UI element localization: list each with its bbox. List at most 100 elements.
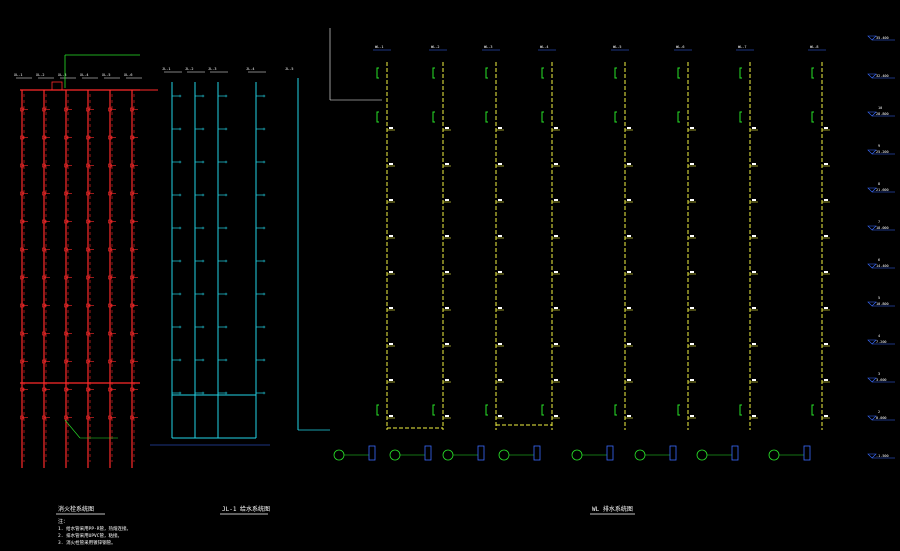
elevation-marker xyxy=(867,263,877,269)
drain-vent-fitting xyxy=(485,67,488,79)
elevation-value-label: -1.500 xyxy=(876,454,889,458)
drain-outlet-box xyxy=(533,445,541,461)
elevation-marker xyxy=(867,35,877,41)
drain-cleanout-circle xyxy=(696,449,708,461)
water-meter xyxy=(201,259,205,263)
drain-outlet-box xyxy=(606,445,614,461)
drain-cleanout-circle xyxy=(768,449,780,461)
elevation-marker xyxy=(867,377,877,383)
elevation-floor-label: 7 xyxy=(878,220,880,224)
water-meter xyxy=(201,127,205,131)
elevation-value-label: 10.800 xyxy=(876,302,889,306)
drain-cleanout-circle xyxy=(333,449,345,461)
water-riser-extra-label: JL-5 xyxy=(285,67,293,71)
elevation-marker xyxy=(867,187,877,193)
drain-branch-tag xyxy=(389,235,393,237)
drain-stack-label: WL-6 xyxy=(676,45,684,49)
water-meter xyxy=(224,127,228,131)
water-meter xyxy=(201,325,205,329)
drain-branch-tag xyxy=(824,379,828,381)
drain-stack-label: WL-3 xyxy=(484,45,492,49)
drain-branch-tag xyxy=(389,199,393,201)
drain-branch-tag xyxy=(627,271,631,273)
drain-branch-tag xyxy=(498,343,502,345)
drain-branch-tag xyxy=(627,343,631,345)
drain-branch-tag xyxy=(690,235,694,237)
drain-branch-tag xyxy=(752,235,756,237)
drain-branch-tag xyxy=(627,163,631,165)
drain-branch-tag xyxy=(752,163,756,165)
water-meter xyxy=(178,94,182,98)
drain-branch-tag xyxy=(554,163,558,165)
drain-stack-label: WL-8 xyxy=(810,45,818,49)
drain-branch-tag xyxy=(690,271,694,273)
water-meter xyxy=(224,193,228,197)
drain-vent-fitting xyxy=(432,111,435,123)
drain-vent-fitting xyxy=(614,404,617,416)
drain-branch-tag xyxy=(752,415,756,417)
drain-vent-fitting xyxy=(485,111,488,123)
drain-branch-tag xyxy=(445,307,449,309)
drain-vent-fitting xyxy=(677,404,680,416)
drain-branch-tag xyxy=(752,199,756,201)
elevation-floor-label: 8 xyxy=(878,182,880,186)
elevation-floor-label: 4 xyxy=(878,334,880,338)
drain-branch-tag xyxy=(824,415,828,417)
drain-branch-tag xyxy=(690,199,694,201)
notes-line-3: 3. 消火栓管采用镀锌钢管。 xyxy=(58,539,116,546)
elevation-floor-label: 6 xyxy=(878,258,880,262)
fire-riser-label: XL-4 xyxy=(80,73,88,77)
drain-branch-tag xyxy=(554,307,558,309)
drain-vent-fitting xyxy=(485,404,488,416)
fire-riser-label: XL-3 xyxy=(58,73,66,77)
drain-branch-tag xyxy=(389,127,393,129)
drain-branch-tag xyxy=(445,163,449,165)
water-riser-label: JL-2 xyxy=(185,67,193,71)
drain-branch-tag xyxy=(554,127,558,129)
fire-riser-label: XL-2 xyxy=(36,73,44,77)
drain-branch-tag xyxy=(498,235,502,237)
notes-line-1: 1. 给水管采用PP-R管，热熔连接。 xyxy=(58,525,131,532)
elevation-marker xyxy=(867,149,877,155)
drain-branch-tag xyxy=(824,271,828,273)
drain-branch-tag xyxy=(498,163,502,165)
water-meter xyxy=(201,94,205,98)
elevation-value-label: 14.400 xyxy=(876,264,889,268)
elevation-marker xyxy=(867,339,877,345)
drain-branch-tag xyxy=(498,415,502,417)
drain-vent-fitting xyxy=(677,67,680,79)
drain-branch-tag xyxy=(389,271,393,273)
drain-branch-tag xyxy=(627,199,631,201)
drain-branch-tag xyxy=(627,127,631,129)
caption-water: JL-1 给水系统图 xyxy=(222,505,270,513)
water-meter xyxy=(178,127,182,131)
water-meter xyxy=(224,358,228,362)
drain-cleanout-circle xyxy=(571,449,583,461)
water-meter xyxy=(224,160,228,164)
drain-branch-tag xyxy=(690,379,694,381)
drain-vent-fitting xyxy=(677,111,680,123)
drain-branch-tag xyxy=(824,163,828,165)
drain-stack-label: WL-4 xyxy=(540,45,548,49)
drain-outlet-box xyxy=(803,445,811,461)
elevation-value-label: 21.600 xyxy=(876,188,889,192)
drain-vent-fitting xyxy=(541,404,544,416)
drain-branch-tag xyxy=(824,235,828,237)
drain-branch-tag xyxy=(498,127,502,129)
drain-branch-tag xyxy=(690,127,694,129)
drain-branch-tag xyxy=(824,307,828,309)
elevation-value-label: 3.600 xyxy=(876,378,887,382)
water-meter xyxy=(224,391,228,395)
drain-stack-label: WL-1 xyxy=(375,45,383,49)
drain-branch-tag xyxy=(690,415,694,417)
drain-branch-tag xyxy=(690,163,694,165)
drain-branch-tag xyxy=(389,307,393,309)
elevation-floor-label: 5 xyxy=(878,296,880,300)
water-meter xyxy=(262,325,266,329)
drain-branch-tag xyxy=(445,127,449,129)
drain-branch-tag xyxy=(752,343,756,345)
elevation-value-label: 18.000 xyxy=(876,226,889,230)
water-meter xyxy=(178,259,182,263)
